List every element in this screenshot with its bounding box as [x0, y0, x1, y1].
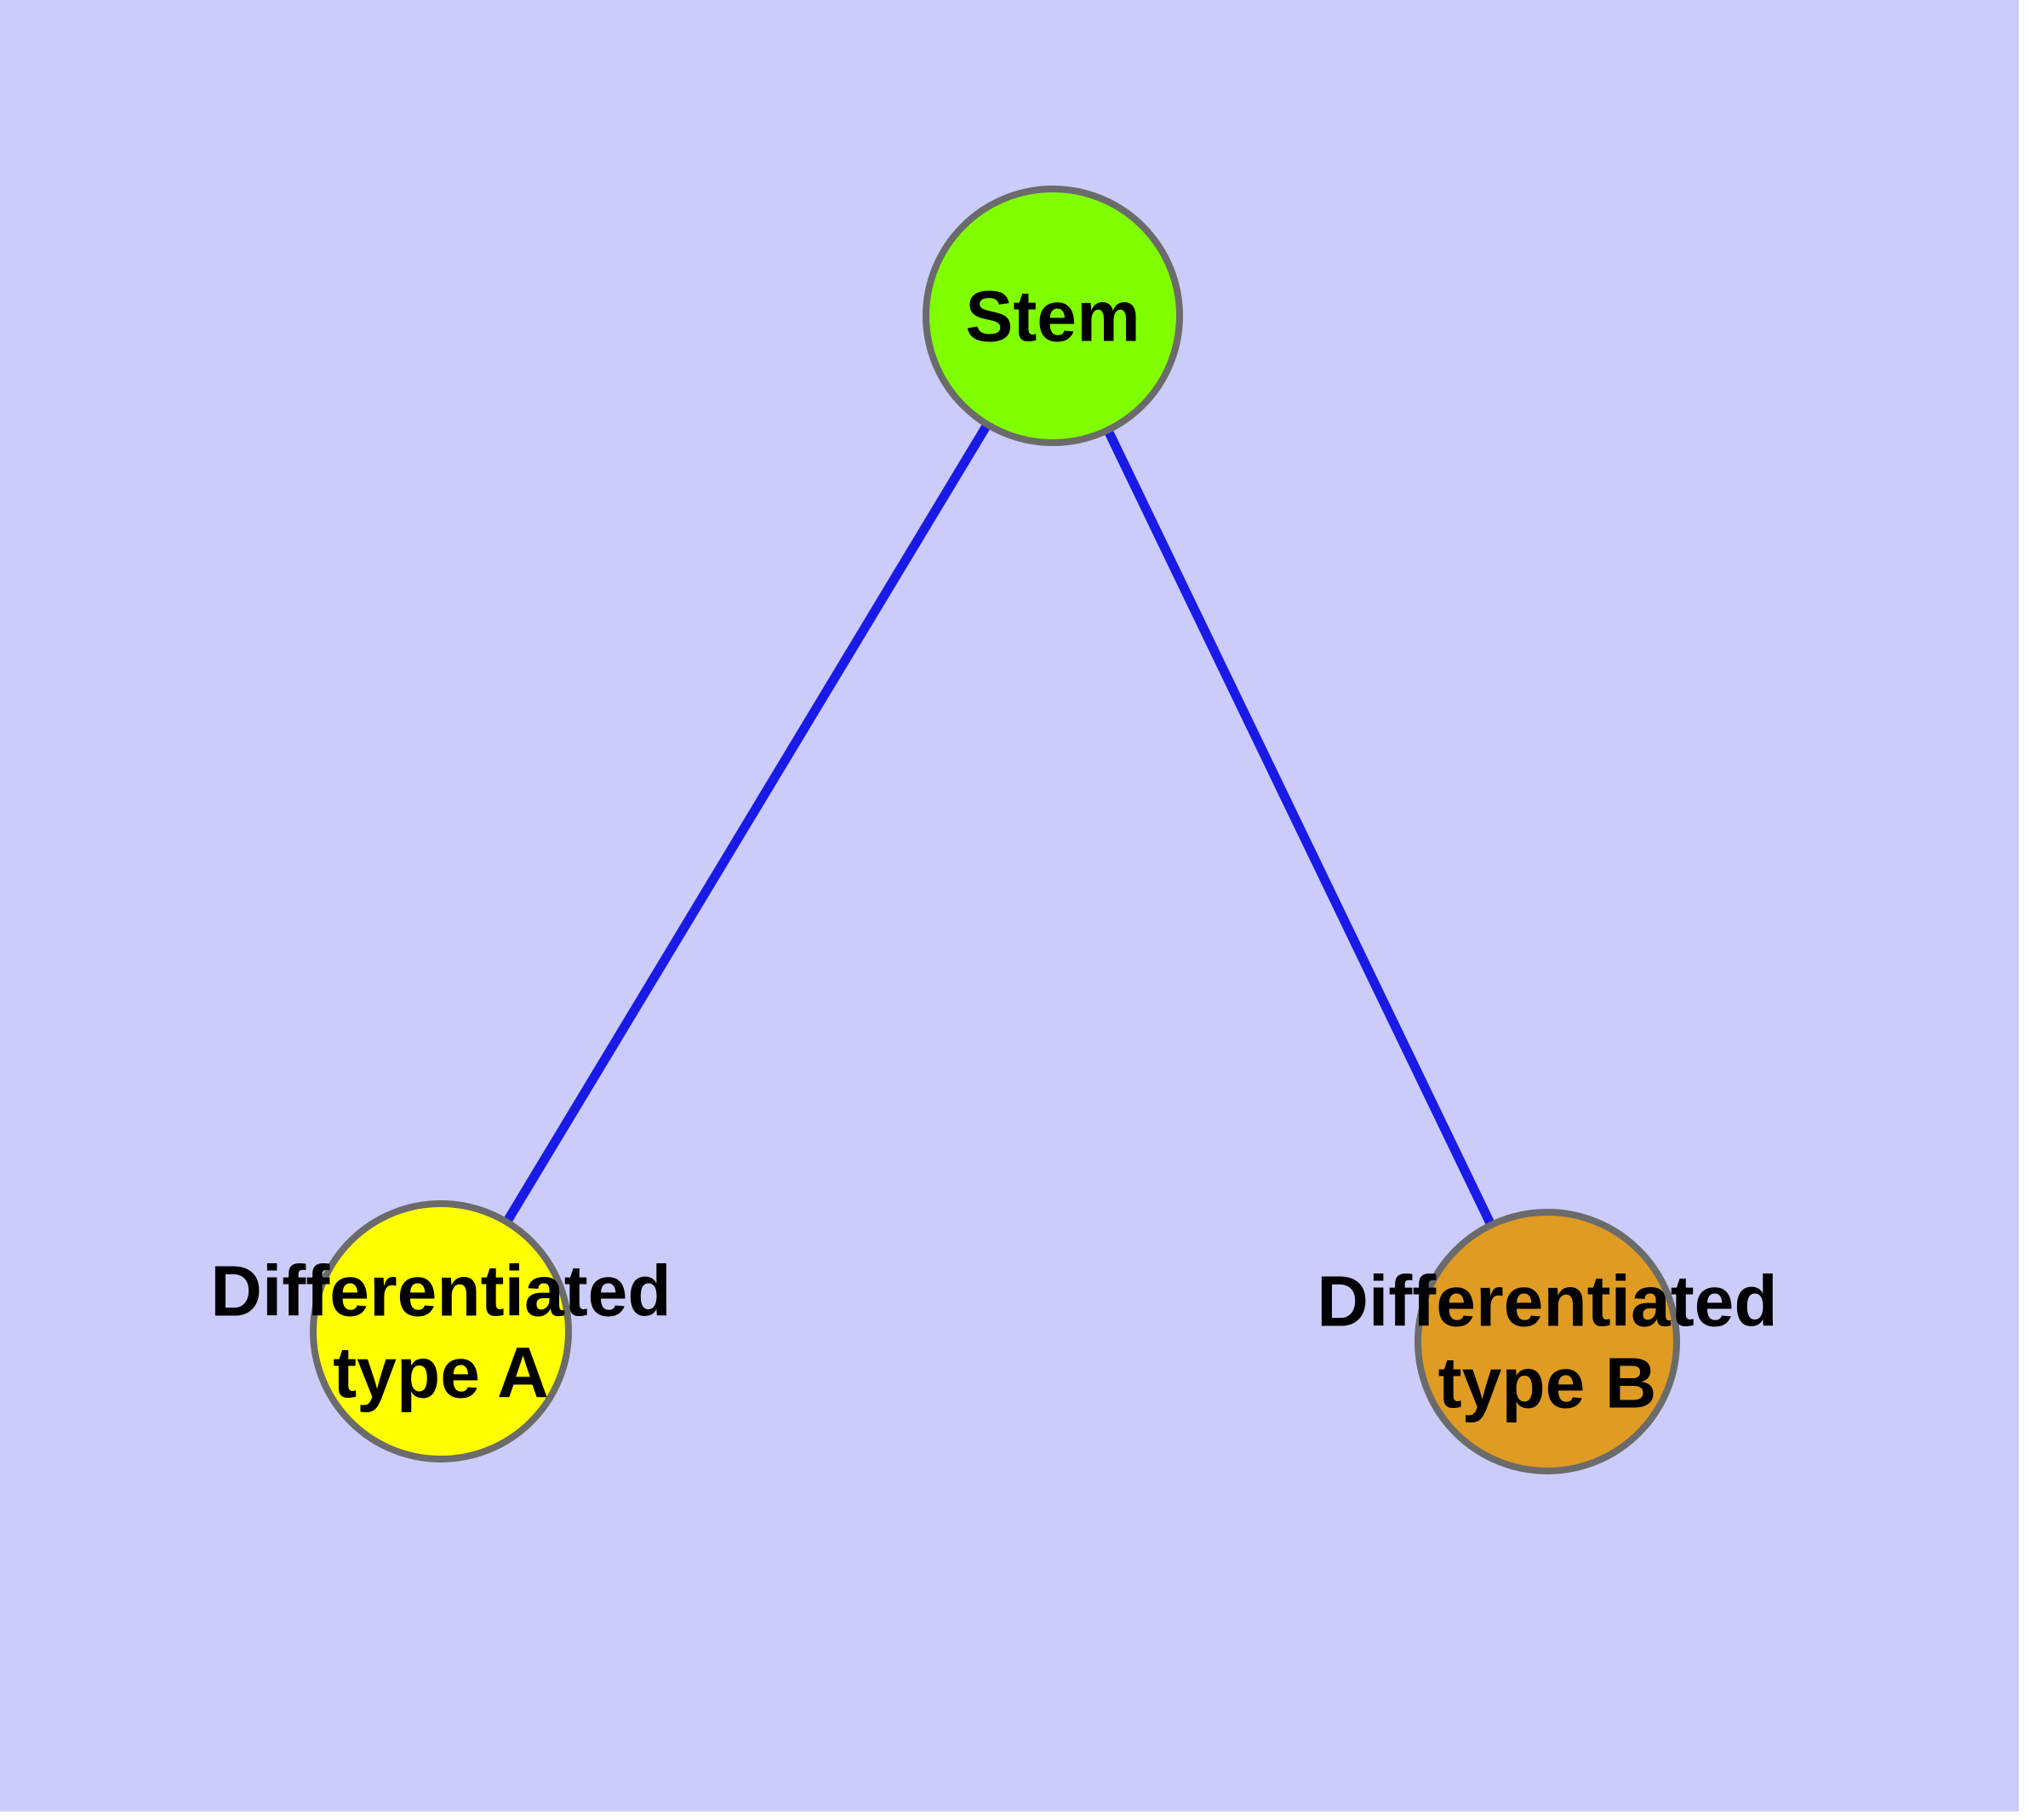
node-label-stem: Stem: [965, 276, 1140, 356]
edges-layer: [437, 313, 1552, 1344]
graph-node-stem[interactable]: Stem: [923, 186, 1183, 446]
graph-edge: [437, 313, 1057, 1334]
node-label-line: Differentiated: [210, 1251, 671, 1331]
graph-edge: [1049, 313, 1552, 1344]
node-label-line: type B: [1438, 1342, 1657, 1422]
node-circle-diff_a[interactable]: [310, 1200, 572, 1462]
node-label-line: Differentiated: [1317, 1262, 1777, 1342]
node-label-line: Stem: [965, 276, 1140, 356]
node-circle-diff_b[interactable]: [1415, 1209, 1680, 1474]
node-label-line: type A: [333, 1332, 549, 1412]
node-circle-stem[interactable]: [923, 186, 1183, 446]
